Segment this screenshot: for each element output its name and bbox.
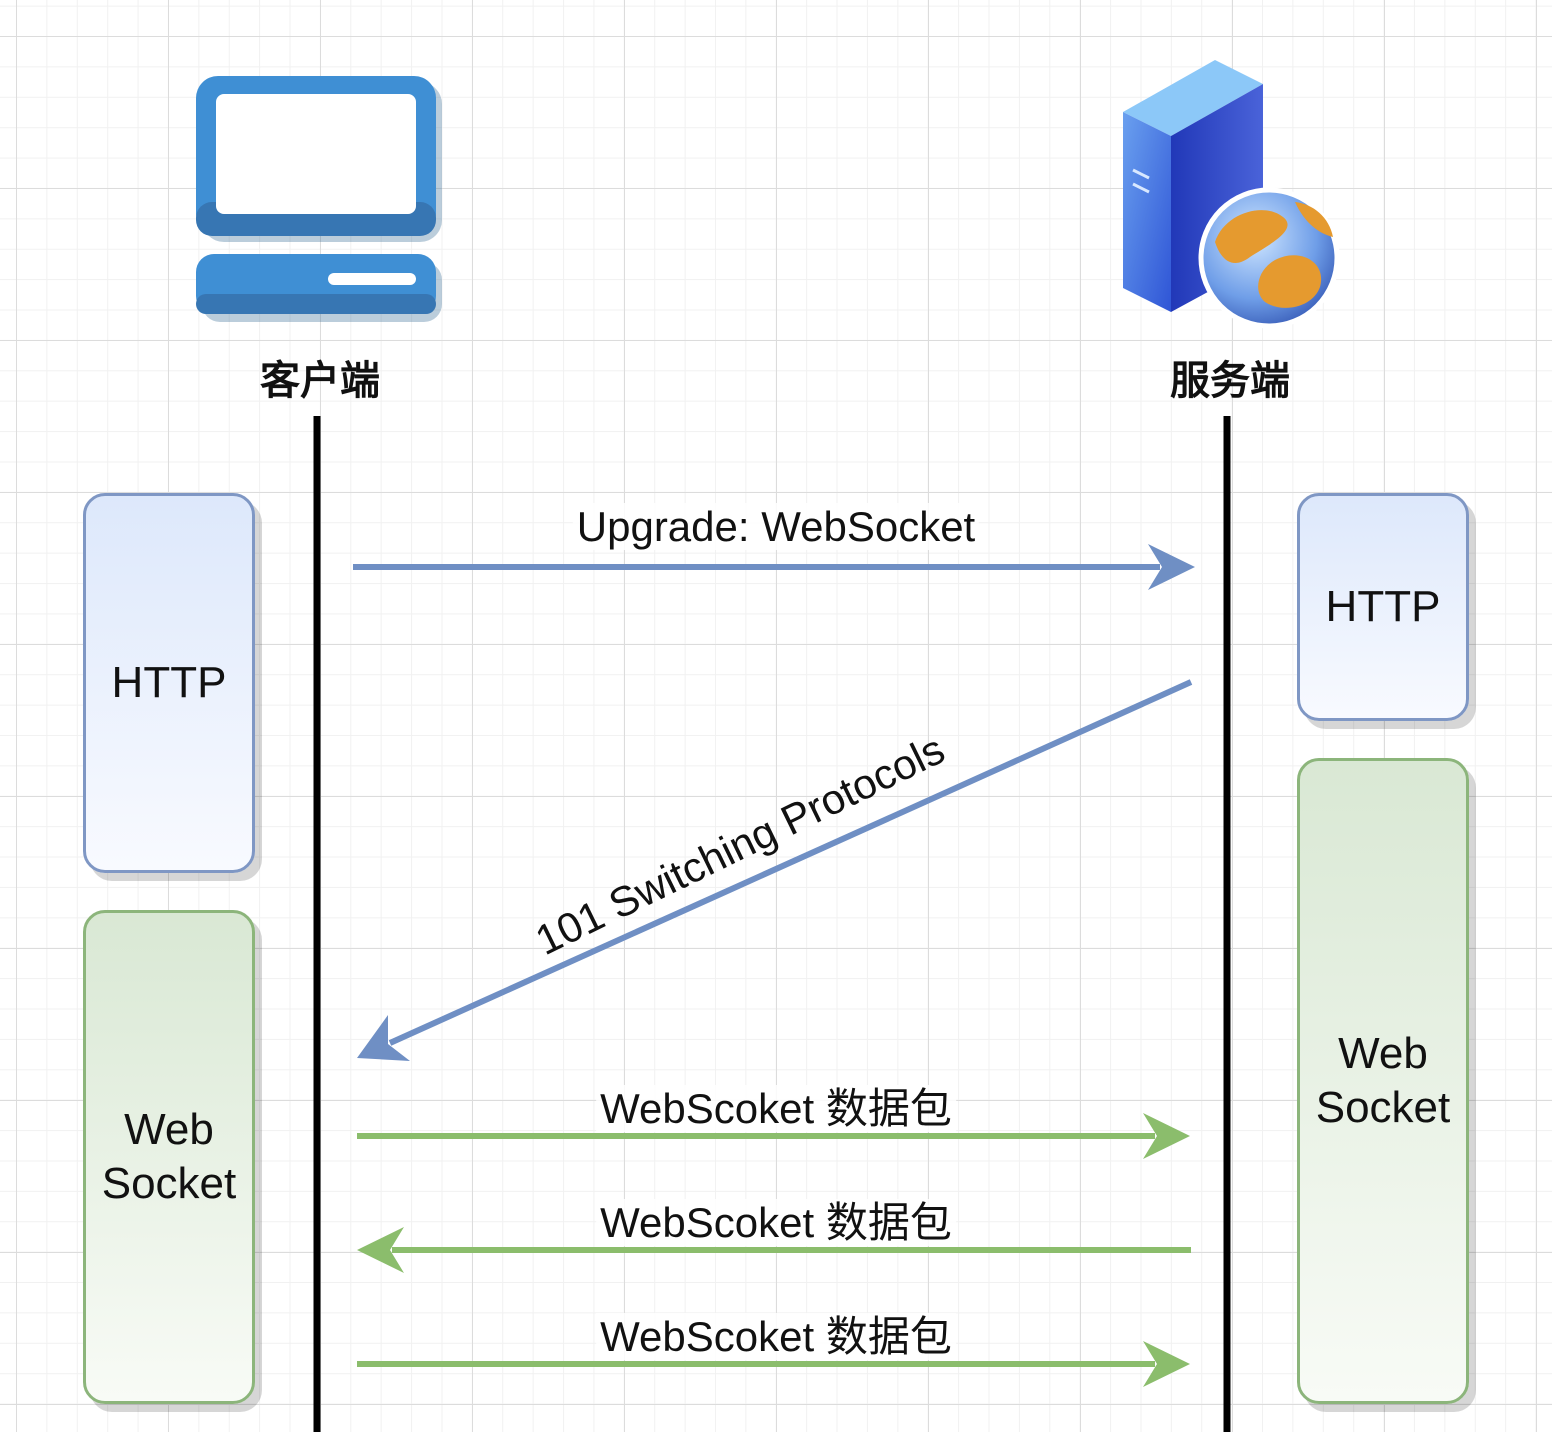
switching-protocols-arrow xyxy=(357,679,1193,1061)
server-http-label: HTTP xyxy=(1325,582,1441,632)
server-websocket-box: Web Socket xyxy=(1297,758,1469,1404)
websocket-packet-arrow-3 xyxy=(357,1341,1190,1387)
upgrade-request-arrow xyxy=(353,544,1195,590)
websocket-packet-arrow-2 xyxy=(357,1227,1191,1273)
server-websocket-label: Web Socket xyxy=(1315,1029,1451,1132)
client-http-label: HTTP xyxy=(111,658,227,708)
web-server-globe-icon xyxy=(1123,60,1340,329)
client-websocket-box: Web Socket xyxy=(83,910,255,1404)
websocket-packet-label-3: WebScoket 数据包 xyxy=(596,1303,956,1364)
server-lane-title: 服务端 xyxy=(1170,358,1290,404)
client-websocket-label: Web Socket xyxy=(101,1105,237,1208)
client-lane-title: 客户端 xyxy=(260,358,380,404)
websocket-packet-label-1: WebScoket 数据包 xyxy=(596,1075,956,1136)
upgrade-request-label: Upgrade: WebSocket xyxy=(572,503,980,551)
server-http-box: HTTP xyxy=(1297,493,1469,721)
client-http-box: HTTP xyxy=(83,493,255,873)
websocket-packet-arrow-1 xyxy=(357,1113,1190,1159)
websocket-packet-label-2: WebScoket 数据包 xyxy=(596,1189,956,1250)
desktop-computer-icon xyxy=(196,76,442,322)
